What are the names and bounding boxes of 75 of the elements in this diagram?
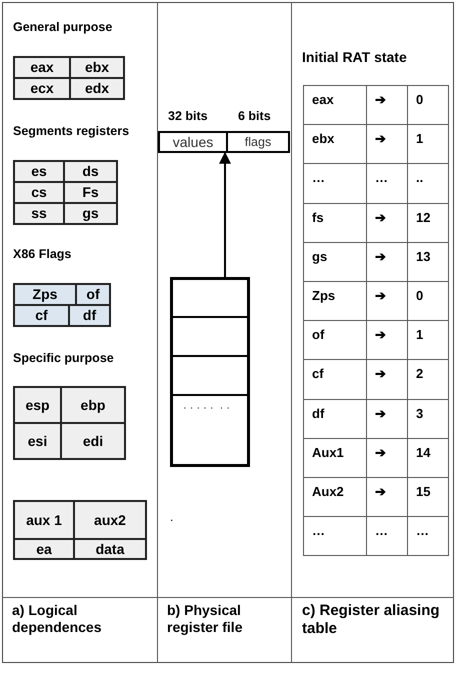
cell-text: 13 [416,248,430,264]
cell-text: 3 [416,406,424,421]
field-text: values [160,133,228,151]
register-entry-box [158,131,290,153]
caption-text: c) Register aliasing table [302,602,441,638]
caption-text: . [170,509,174,526]
caption-text: Initial RAT state [302,48,407,67]
cell-text: ➔ [375,366,386,382]
cell-text: ds [82,162,99,181]
cell-text: ea [36,540,52,558]
cell-text: 2 [416,366,424,382]
cell-text: .. [416,170,424,186]
caption-text: Specific purpose [13,350,114,367]
cell-text: ➔ [375,210,386,225]
caption-text: Segments registers [13,123,130,140]
cell-text: of [312,327,324,342]
cell-text: df [312,406,324,421]
cell-text: edi [82,432,104,450]
cell-text: df [82,306,96,325]
cell-text: 1 [416,131,424,146]
cell-text: eax [30,58,54,77]
cell-text: 12 [416,210,430,225]
cell-text: edx [84,79,110,98]
cell-text: ➔ [375,248,386,264]
cell-text: data [96,540,124,558]
cell-text: esi [28,432,48,450]
caption-text: b) Physical register file [167,602,244,636]
cell-text: ➔ [375,288,386,303]
cell-text: … [375,170,388,186]
cell-text: … [416,523,429,538]
register-file-stack [170,277,250,467]
cell-text: ➔ [375,92,386,107]
cell-text: Aux1 [312,444,344,460]
cell-text: Zps [32,285,58,304]
caption-text: a) Logical dependences [12,602,102,636]
cell-text: ecx [30,79,54,98]
cell-text: Fs [82,183,99,202]
cell-text: … [375,523,388,538]
cell-text: es [31,162,47,181]
cell-text: Zps [312,288,336,303]
cell-text: ebx [84,58,110,77]
cell-text: 0 [416,92,424,107]
cell-text: cs [31,183,47,202]
cell-text: 14 [416,444,430,460]
cell-text: ss [31,204,47,223]
cell-text: eax [312,92,334,107]
cell-text: aux 1 [26,510,62,530]
cell-text: 1 [416,327,424,342]
cell-text: ➔ [375,444,386,460]
cell-text: gs [82,204,99,223]
cell-text: ebp [80,396,106,415]
ellipsis-text: · · · · · · · [183,401,230,416]
caption-text: General purpose [13,19,112,36]
cell-text: … [312,170,325,186]
cell-text: esp [25,396,50,415]
cell-text: ➔ [375,484,386,499]
cell-text: cf [312,366,324,382]
caption-text: 6 bits [238,108,271,125]
cell-text: 0 [416,288,424,303]
cell-text: 15 [416,484,430,499]
cell-text: ebx [312,131,334,146]
cell-text: … [312,523,325,538]
cell-text: gs [312,248,328,264]
field-text: flags [244,134,272,151]
cell-text: aux2 [94,510,126,530]
cell-text: ➔ [375,406,386,421]
cell-text: cf [35,306,48,325]
caption-text: X86 Flags [13,246,72,263]
cell-text: of [86,285,100,304]
cell-text: ➔ [375,327,386,342]
arrow [219,152,231,277]
cell-text: ➔ [375,131,386,146]
cell-text: Aux2 [312,484,344,499]
caption-text: 32 bits [168,108,208,125]
cell-text: fs [312,210,324,225]
